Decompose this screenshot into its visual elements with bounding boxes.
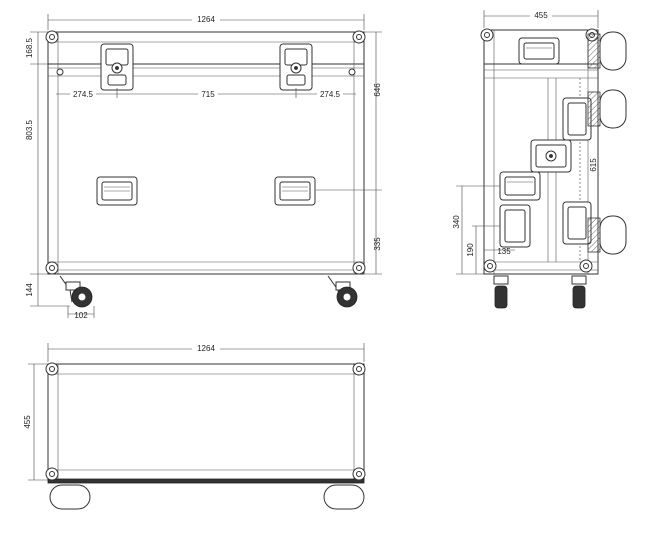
side-handle-height-label: 335 [373, 237, 382, 251]
caster-wheel-icon [327, 275, 358, 308]
caster-wheel-icon [493, 275, 509, 309]
handle-offset-right-label: 274.5 [320, 90, 341, 99]
body-height-label: 803.5 [25, 119, 34, 140]
front-view: 1264 274.5 715 274.5 168.5 803.5 144 646… [25, 14, 382, 320]
lid-height-label: 168.5 [25, 37, 34, 58]
bumper-icon [587, 89, 627, 129]
top-view: 1264 455 [23, 343, 366, 510]
bumper-icon [323, 484, 365, 510]
side-width-label: 455 [534, 11, 548, 20]
recessed-handle-icon [562, 201, 592, 245]
recessed-handle-icon [274, 176, 316, 206]
recessed-handle-icon [518, 37, 560, 65]
handle-spacing-label: 715 [201, 90, 215, 99]
corner-icon [352, 30, 366, 44]
caster-height-label: 144 [25, 283, 34, 297]
bumper-icon [587, 31, 627, 71]
bumper-icon [587, 215, 627, 255]
recessed-handle-icon [499, 171, 541, 201]
front-width-label: 1264 [197, 15, 215, 24]
handle-offset-left-label: 274.5 [73, 90, 94, 99]
recessed-handle-icon [96, 176, 138, 206]
side-handle-offset-label: 135 [497, 247, 511, 256]
top-case-outline [47, 363, 365, 481]
top-width-label: 1264 [197, 344, 215, 353]
butterfly-latch-icon [530, 139, 572, 173]
recessed-handle-icon [562, 97, 592, 141]
top-depth-label: 455 [23, 415, 32, 429]
bumper-icon [49, 484, 91, 510]
side-handle-height-label: 340 [452, 215, 461, 229]
corner-icon [352, 261, 366, 275]
side-height-label: 615 [589, 158, 598, 172]
butterfly-latch-icon [100, 43, 134, 91]
total-height-label: 646 [373, 83, 382, 97]
caster-width-label: 102 [74, 311, 88, 320]
front-case-outline [47, 31, 365, 275]
corner-icon [45, 30, 59, 44]
caster-wheel-icon [571, 275, 587, 309]
side-view: 455 615 340 190 135 [452, 10, 627, 309]
corner-icon [45, 261, 59, 275]
side-handle-low-label: 190 [466, 243, 475, 257]
recessed-handle-icon [499, 204, 531, 248]
butterfly-latch-icon [279, 43, 313, 91]
caster-wheel-icon [59, 275, 93, 308]
